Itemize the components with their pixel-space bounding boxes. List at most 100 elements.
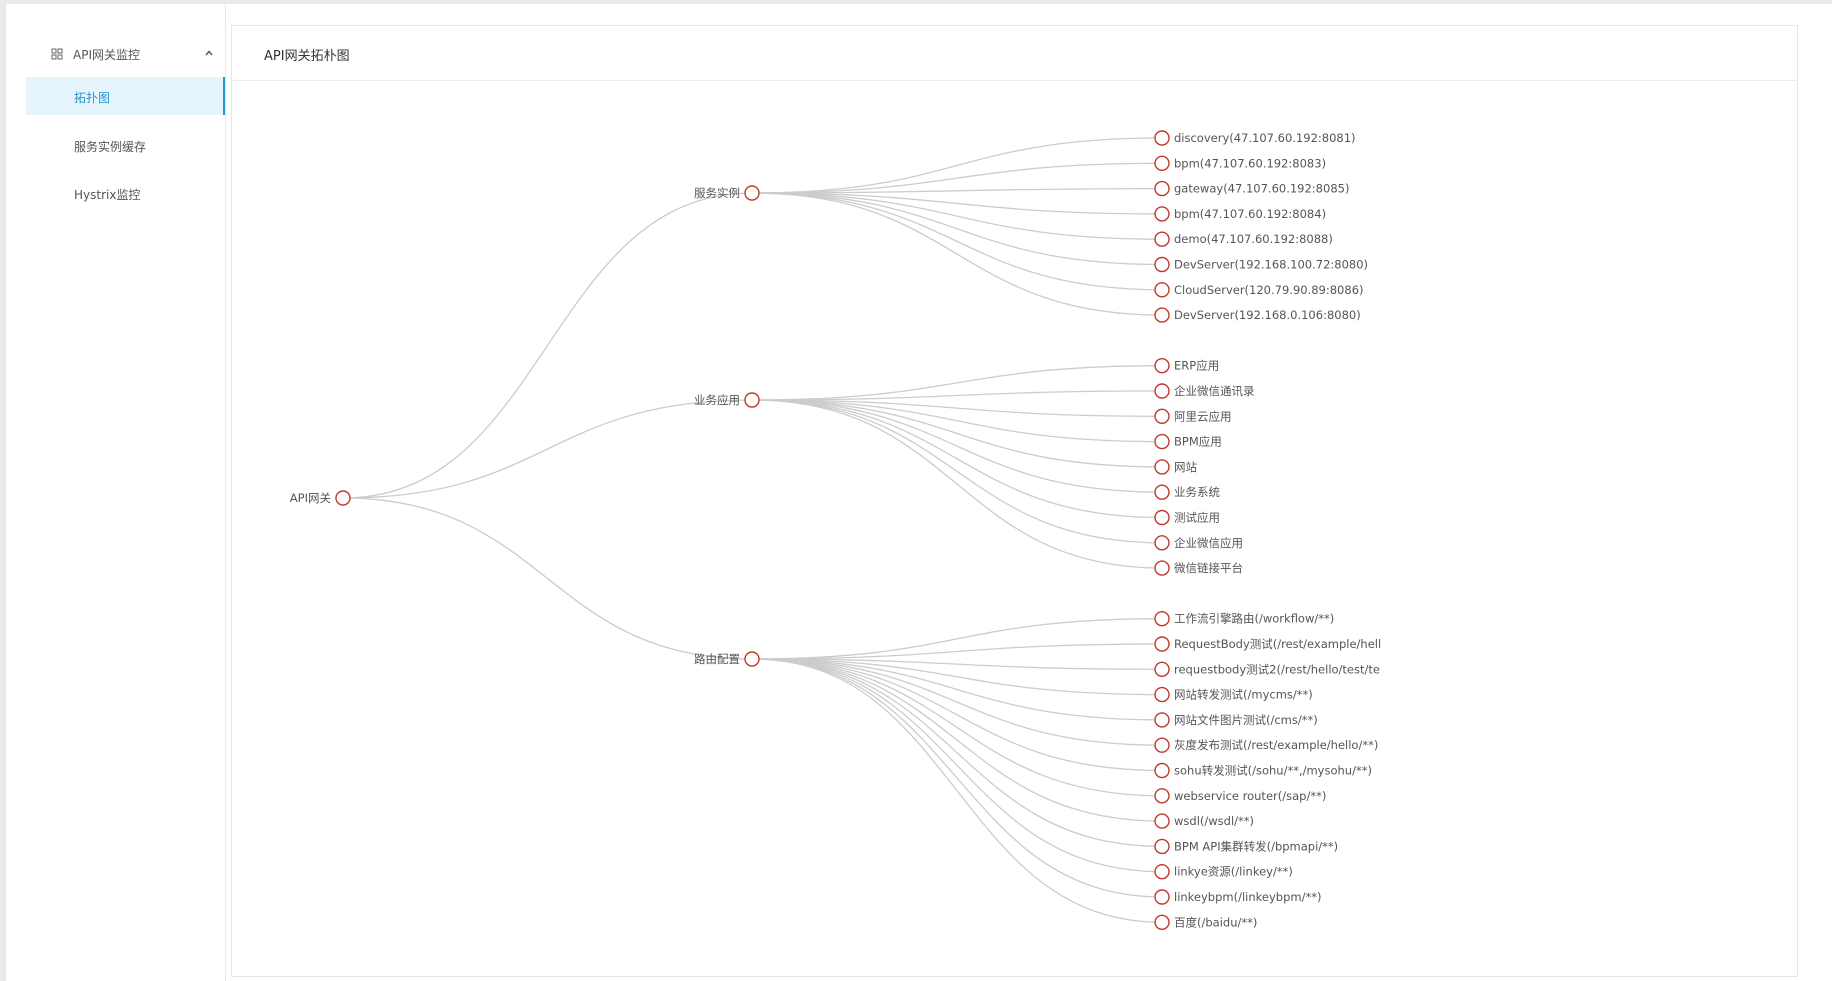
link-branch-1-leaf-8: [751, 399, 1163, 569]
link-branch-1-leaf-2: [751, 399, 1163, 417]
leaf-node[interactable]: sohu转发测试(/sohu/**,/mysohu/**): [1154, 762, 1372, 779]
node-label: bpm(47.107.60.192:8084): [1174, 207, 1326, 221]
node-label: 阿里云应用: [1174, 409, 1232, 423]
node-label: 企业微信应用: [1174, 536, 1243, 550]
link-branch-2-leaf-1: [751, 643, 1163, 660]
node-label: 业务应用: [694, 393, 740, 407]
node-label: 网站文件图片测试(/cms/**): [1174, 713, 1318, 727]
page-title: API网关拓朴图: [264, 49, 350, 64]
node-circle[interactable]: [1154, 231, 1170, 247]
node-circle[interactable]: [1154, 838, 1170, 855]
node-circle[interactable]: [1154, 433, 1170, 450]
node-circle[interactable]: [1154, 712, 1170, 728]
node-label: linkeybpm(/linkeybpm/**): [1174, 890, 1321, 904]
node-label: RequestBody测试(/rest/example/hell: [1174, 637, 1381, 651]
menu-group-api-gateway-monitor[interactable]: API网关监控: [26, 36, 226, 72]
leaf-node[interactable]: DevServer(192.168.100.72:8080): [1154, 256, 1368, 273]
node-circle[interactable]: [1154, 307, 1170, 323]
node-circle[interactable]: [1154, 611, 1170, 627]
node-circle[interactable]: [1154, 864, 1170, 880]
node-label: 工作流引擎路由(/workflow/**): [1174, 612, 1334, 626]
node-circle[interactable]: [1154, 737, 1170, 753]
leaf-node[interactable]: 企业微信通讯录: [1154, 383, 1255, 399]
leaf-node[interactable]: 阿里云应用: [1154, 408, 1232, 424]
sidebar-item-label: 服务实例缓存: [74, 140, 147, 154]
leaf-node[interactable]: linkye资源(/linkey/**): [1154, 864, 1293, 880]
node-circle[interactable]: [335, 490, 351, 506]
leaf-node[interactable]: 测试应用: [1154, 509, 1220, 526]
sidebar-item-service-instance-cache[interactable]: 服务实例缓存: [26, 126, 225, 164]
leaf-node[interactable]: gateway(47.107.60.192:8085): [1154, 180, 1349, 197]
node-circle[interactable]: [1154, 155, 1170, 172]
leaf-node[interactable]: CloudServer(120.79.90.89:8086): [1154, 282, 1364, 298]
node-circle[interactable]: [1154, 535, 1170, 551]
node-circle[interactable]: [1154, 788, 1170, 804]
leaf-node[interactable]: 百度(/baidu/**): [1154, 914, 1257, 930]
node-circle[interactable]: [1154, 130, 1170, 146]
node-circle[interactable]: [1154, 358, 1170, 374]
leaf-node[interactable]: ERP应用: [1154, 358, 1219, 374]
node-circle[interactable]: [1154, 914, 1170, 930]
leaf-node[interactable]: bpm(47.107.60.192:8083): [1154, 155, 1326, 172]
link-branch-0-leaf-4: [751, 192, 1163, 240]
leaf-node[interactable]: requestbody测试2(/rest/hello/test/te: [1154, 661, 1380, 677]
topology-panel: API网关拓朴图 discovery(47.107.60.192:8081) bp…: [231, 25, 1798, 977]
node-circle[interactable]: [1154, 256, 1170, 273]
node-label: 网站: [1174, 460, 1197, 474]
node-circle[interactable]: [1154, 762, 1170, 779]
leaf-node[interactable]: RequestBody测试(/rest/example/hell: [1154, 636, 1381, 652]
sidebar-item-topology[interactable]: 拓扑图: [26, 77, 225, 115]
node-circle[interactable]: [1154, 813, 1170, 829]
leaf-node[interactable]: 网站: [1154, 459, 1197, 475]
branch-node[interactable]: 路由配置: [694, 651, 760, 667]
leaf-node[interactable]: wsdl(/wsdl/**): [1154, 813, 1254, 829]
node-circle[interactable]: [1154, 484, 1170, 500]
leaf-node[interactable]: 网站转发测试(/mycms/**): [1154, 686, 1313, 703]
leaf-node[interactable]: 微信链接平台: [1154, 560, 1243, 576]
leaf-node[interactable]: 网站文件图片测试(/cms/**): [1154, 712, 1318, 728]
branch-node[interactable]: 业务应用: [694, 392, 760, 408]
leaf-node[interactable]: bpm(47.107.60.192:8084): [1154, 206, 1326, 222]
node-label: linkye资源(/linkey/**): [1174, 865, 1293, 879]
node-circle[interactable]: [1154, 686, 1170, 703]
leaf-node[interactable]: linkeybpm(/linkeybpm/**): [1154, 889, 1321, 905]
node-circle[interactable]: [1154, 636, 1170, 652]
leaf-node[interactable]: 工作流引擎路由(/workflow/**): [1154, 611, 1334, 627]
leaf-node[interactable]: BPM API集群转发(/bpmapi/**): [1154, 838, 1338, 855]
link-branch-1-leaf-4: [751, 399, 1163, 468]
root-node[interactable]: API网关: [290, 490, 351, 506]
chevron-up-icon[interactable]: [204, 48, 214, 58]
node-circle[interactable]: [1154, 459, 1170, 475]
node-label: 服务实例: [694, 186, 740, 200]
link-branch-0-leaf-7: [751, 192, 1163, 316]
link-branch-1-leaf-6: [751, 399, 1163, 519]
node-circle[interactable]: [744, 392, 760, 408]
sidebar-item-hystrix-monitor[interactable]: Hystrix监控: [26, 174, 225, 212]
node-label: demo(47.107.60.192:8088): [1174, 232, 1333, 246]
leaf-node[interactable]: discovery(47.107.60.192:8081): [1154, 130, 1356, 146]
node-circle[interactable]: [1154, 206, 1170, 222]
branch-node[interactable]: 服务实例: [694, 185, 760, 201]
link-branch-0-leaf-6: [751, 192, 1163, 291]
leaf-node[interactable]: 企业微信应用: [1154, 535, 1243, 551]
node-circle[interactable]: [744, 185, 760, 201]
leaf-node[interactable]: 业务系统: [1154, 484, 1220, 500]
node-circle[interactable]: [1154, 383, 1170, 399]
node-circle[interactable]: [1154, 560, 1170, 576]
node-circle[interactable]: [1154, 180, 1170, 197]
leaf-node[interactable]: 灰度发布测试(/rest/example/hello/**): [1154, 737, 1378, 753]
leaf-node[interactable]: DevServer(192.168.0.106:8080): [1154, 307, 1361, 323]
link-branch-2-leaf-10: [751, 658, 1163, 873]
node-circle[interactable]: [1154, 408, 1170, 424]
leaf-node[interactable]: demo(47.107.60.192:8088): [1154, 231, 1333, 247]
link-branch-1-leaf-5: [751, 399, 1163, 493]
node-label: bpm(47.107.60.192:8083): [1174, 156, 1326, 170]
node-circle[interactable]: [1154, 509, 1170, 526]
node-circle[interactable]: [1154, 282, 1170, 298]
node-circle[interactable]: [1154, 889, 1170, 905]
leaf-node[interactable]: BPM应用: [1154, 433, 1222, 450]
node-circle[interactable]: [744, 651, 760, 667]
node-label: 路由配置: [694, 652, 740, 666]
node-circle[interactable]: [1154, 661, 1170, 677]
leaf-node[interactable]: webservice router(/sap/**): [1154, 788, 1326, 804]
